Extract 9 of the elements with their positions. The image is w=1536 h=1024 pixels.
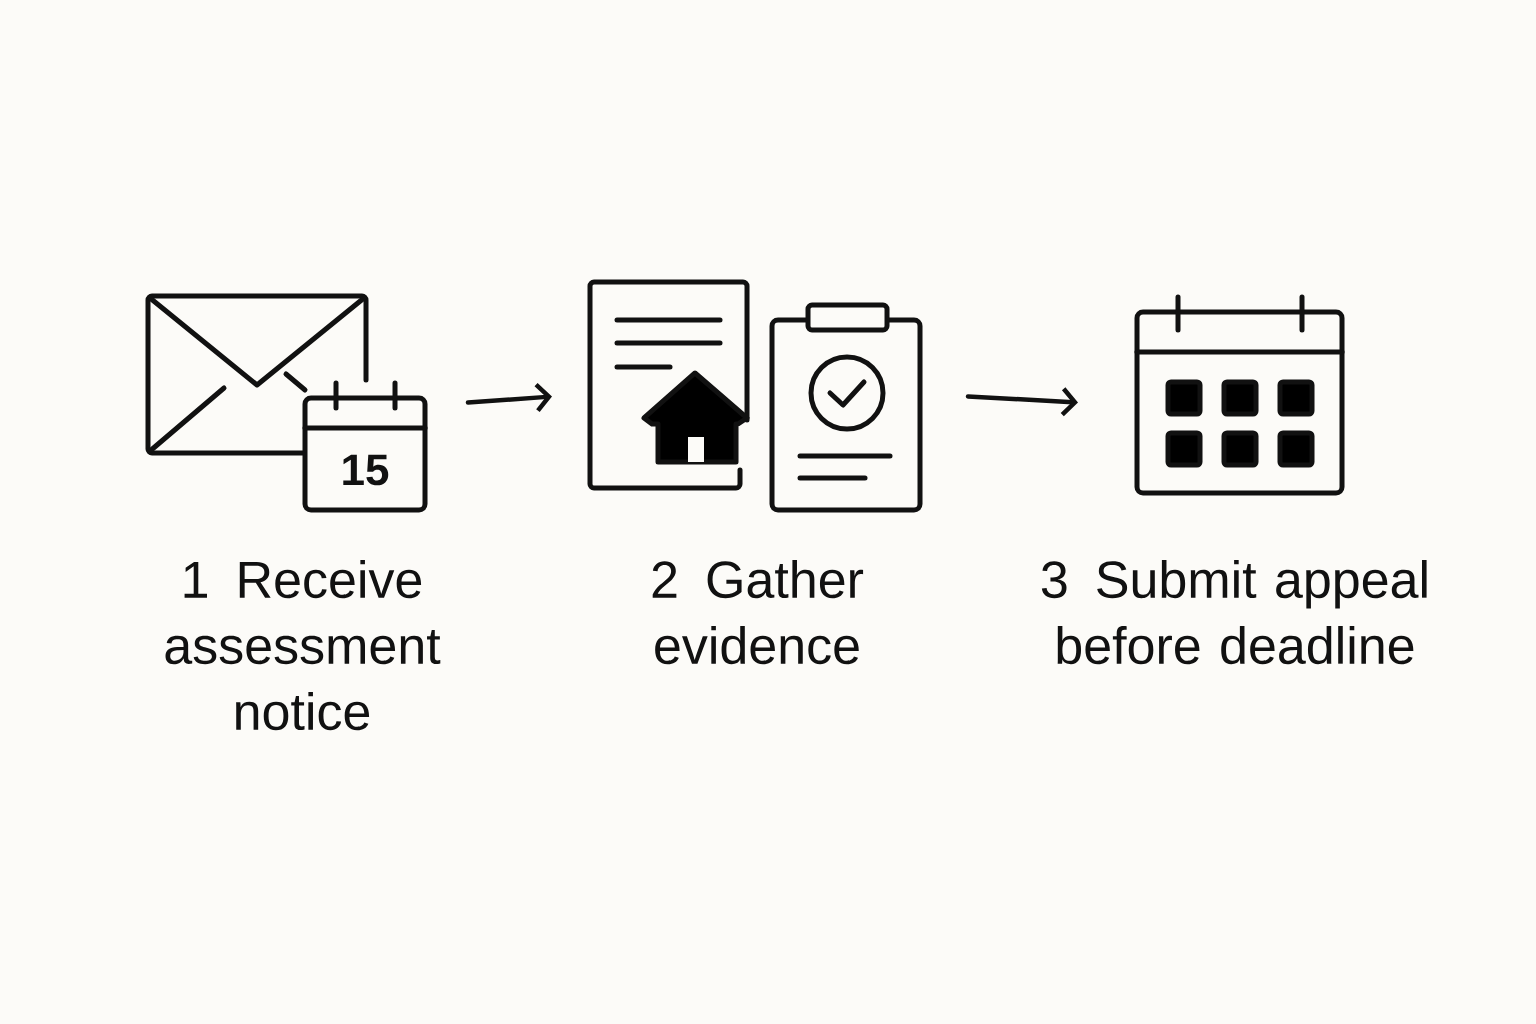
arrow xyxy=(465,382,552,412)
step-caption: 3 Submit appeal before deadline xyxy=(1041,560,1427,665)
step-caption: 1 Receive assessment notice xyxy=(165,560,441,731)
calendar-date: 15 xyxy=(343,454,389,486)
arrow xyxy=(965,387,1078,417)
step-caption: 2 Gather evidence xyxy=(652,560,864,665)
step-icon-drawing xyxy=(1134,294,1345,496)
step-icon-drawing xyxy=(587,279,923,513)
step-icon-drawing xyxy=(145,293,428,513)
